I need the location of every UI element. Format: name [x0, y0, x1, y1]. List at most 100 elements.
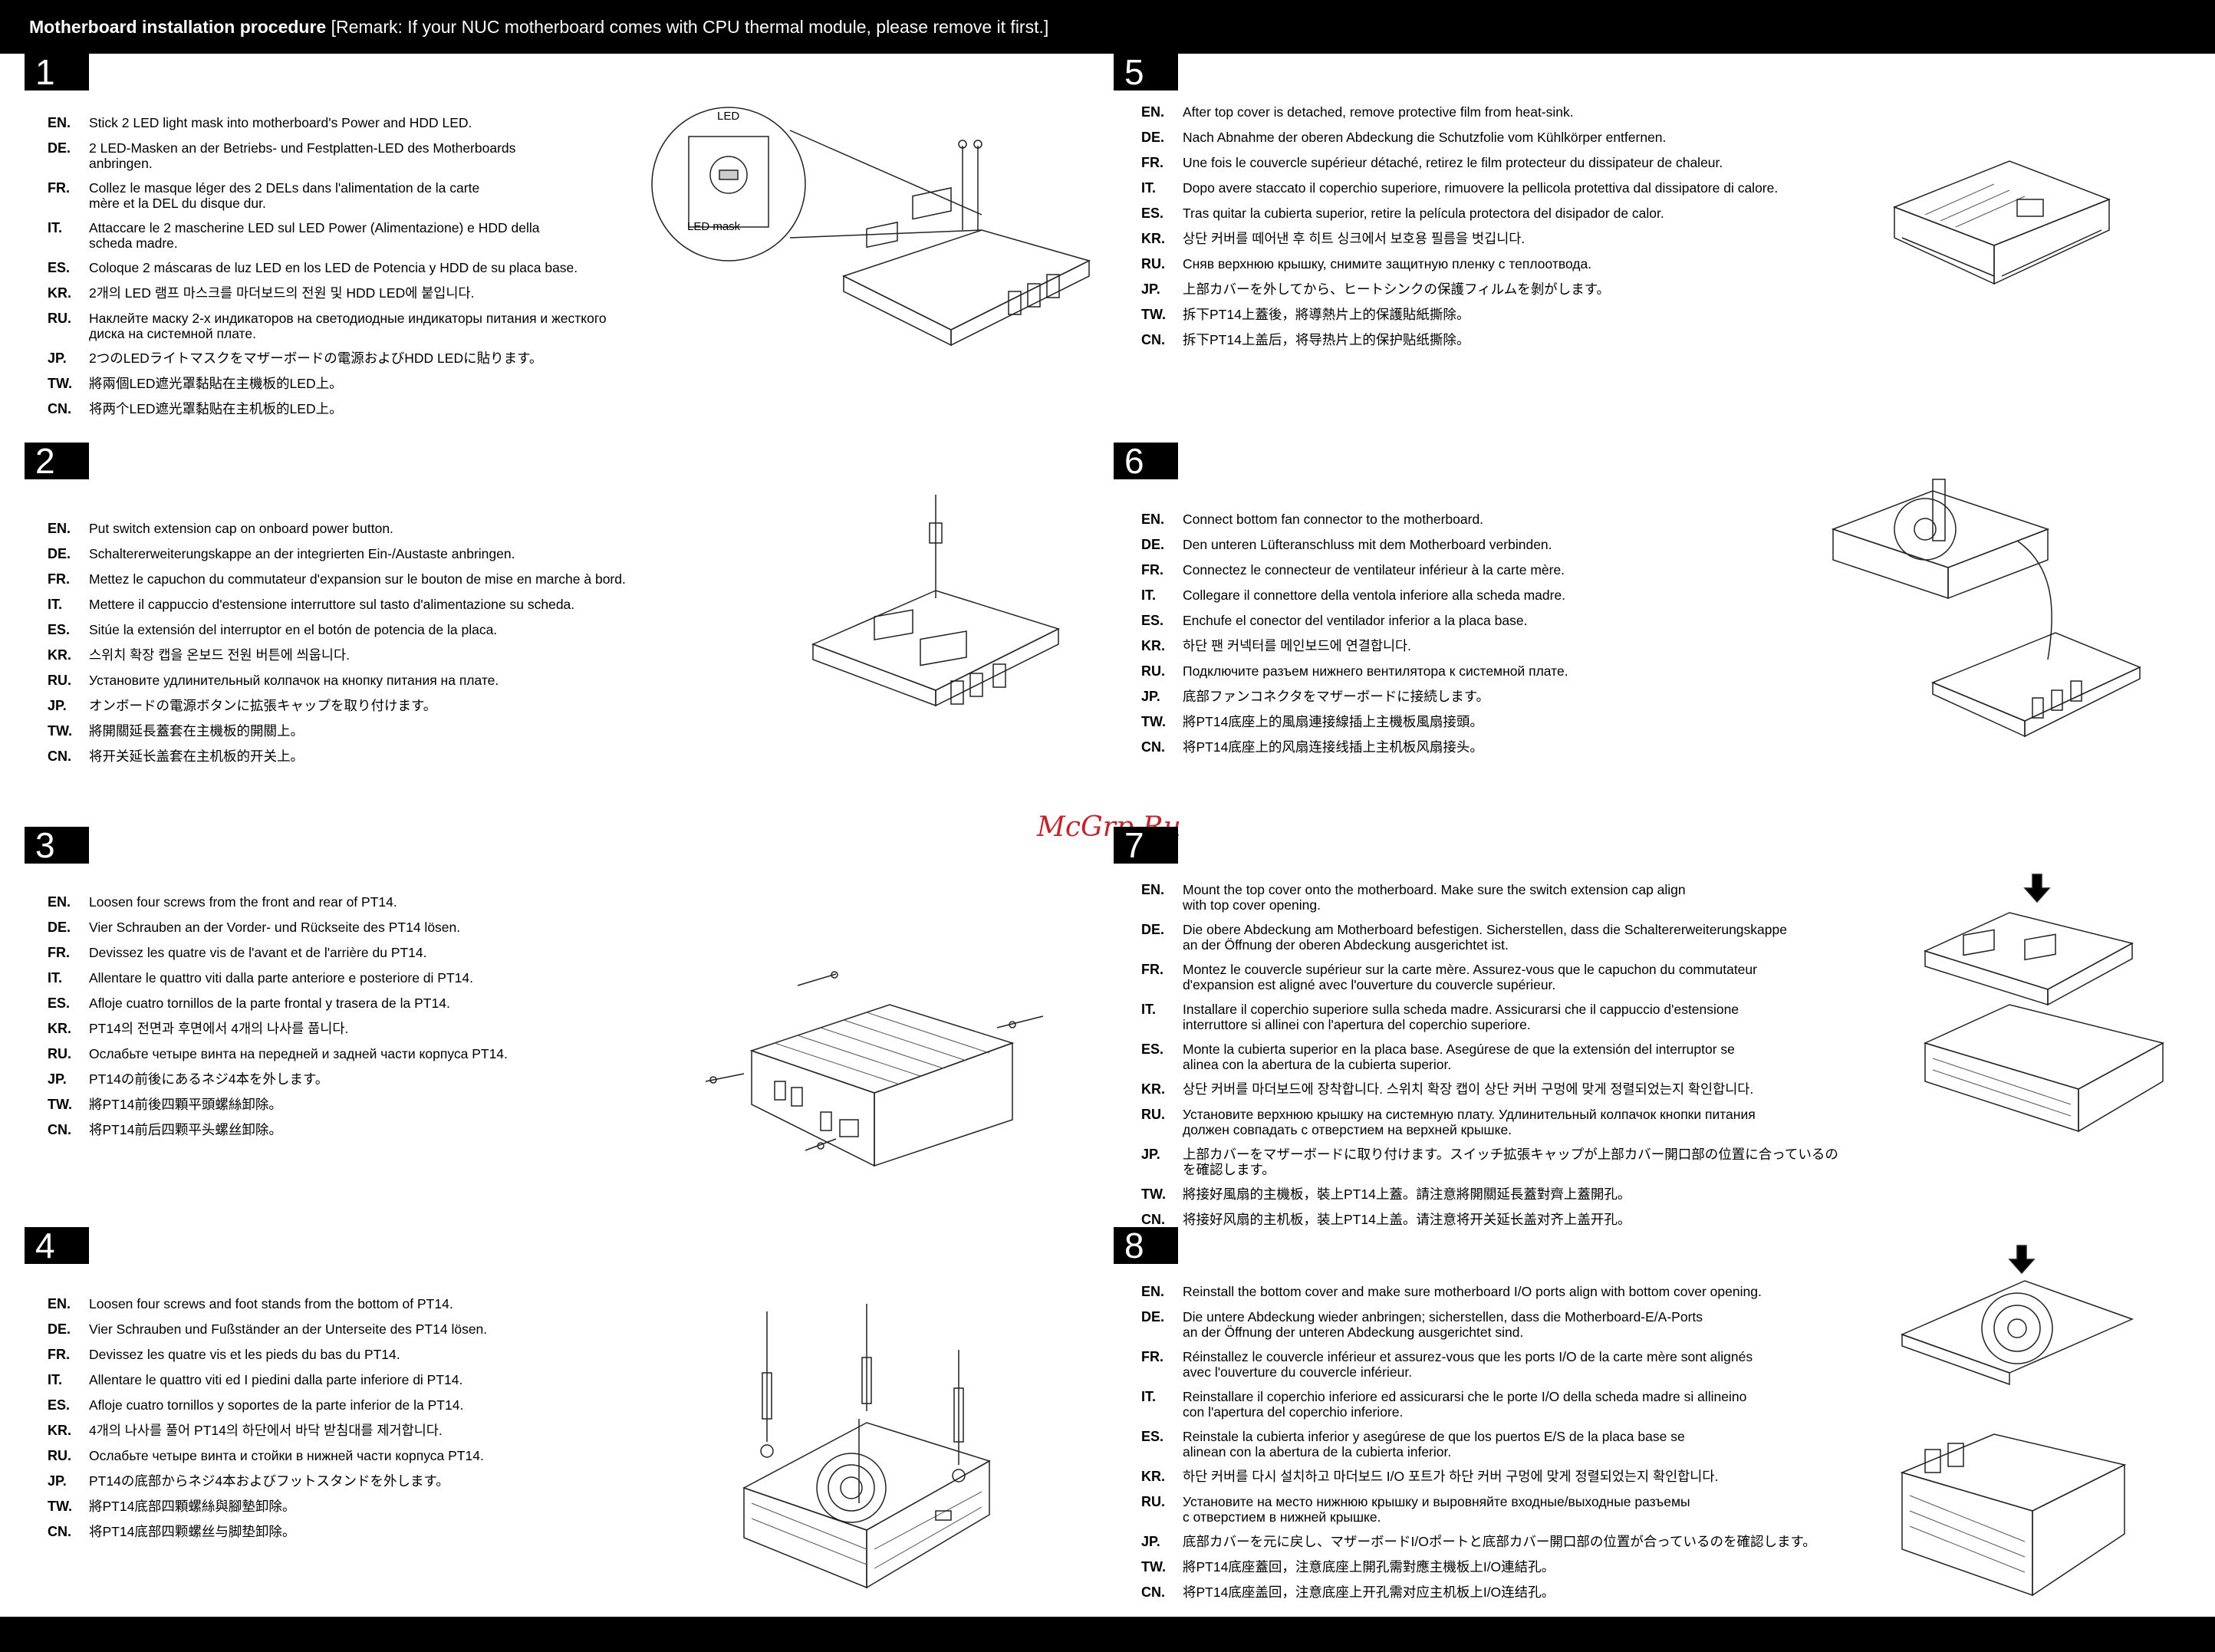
language-code: IT. [48, 220, 63, 235]
instruction-line: CN.将两个LED遮光罩黏贴在主机板的LED上。 [48, 401, 822, 426]
step7-assembly-illustration [1917, 867, 2178, 1135]
language-code: IT. [48, 970, 63, 986]
instruction-line: DE.Nach Abnahme der oberen Abdeckung die… [1141, 130, 1908, 155]
instruction-line: EN. Reinstall the bottom cover and make s… [1141, 1284, 1985, 1309]
language-code: DE. [1141, 1309, 1165, 1325]
instruction-line: RU.Установите удлинительный колпачок на … [48, 673, 822, 698]
instruction-line: KR.4개의 나사를 풀어 PT14의 하단에서 바닥 받침대를 제거합니다. [48, 1423, 822, 1448]
language-code: ES. [48, 995, 71, 1011]
language-code: EN. [48, 521, 71, 536]
language-code: KR. [1141, 231, 1165, 246]
instruction-line: FR.Une fois le couvercle supérieur détac… [1141, 155, 1908, 180]
instruction-line: FR.Mettez le capuchon du commutateur d'e… [48, 571, 822, 597]
step4-chassis-illustration [736, 1304, 1028, 1595]
instruction-line: JP.上部カバーを外してから、ヒートシンクの保護フィルムを剝がします。 [1141, 281, 1908, 307]
instruction-text: Reinstall the bottom cover and make sure… [1183, 1284, 1762, 1299]
language-code: JP. [48, 1473, 67, 1489]
instruction-text: PT14の底部からネジ4本およびフットスタンドを外します。 [89, 1473, 449, 1489]
instruction-line: TW.將PT14底座蓋回，注意底座上開孔需對應主機板上I/O連結孔。 [1141, 1559, 1985, 1585]
language-code: JP. [48, 1071, 67, 1087]
instruction-text: Sitúe la extensión del interruptor en el… [89, 622, 498, 637]
instruction-text: 상단 커버를 마더보드에 장착합니다. 스위치 확장 캡이 상단 커버 구멍에 … [1183, 1081, 1754, 1097]
language-code: RU. [1141, 1494, 1165, 1509]
language-code: FR. [1141, 562, 1163, 578]
language-code: KR. [48, 285, 71, 301]
instruction-line: IT.Installare il coperchio superiore sul… [1141, 1002, 1985, 1042]
instruction-text: 하단 커버를 다시 설치하고 마더보드 I/O 포트가 하단 커버 구멍에 맞게… [1183, 1469, 1719, 1484]
instruction-text: PT14의 전면과 후면에서 4개의 나사를 풉니다. [89, 1021, 349, 1036]
motherboard-shape [813, 591, 1058, 690]
instruction-line: CN.拆下PT14上盖后，将导热片上的保护贴纸撕除。 [1141, 332, 1908, 357]
instruction-line: KR. 상단 커버를 마더보드에 장착합니다. 스위치 확장 캡이 상단 커버 구… [1141, 1081, 1985, 1107]
instruction-text: 將兩個LED遮光罩黏貼在主機板的LED上。 [89, 376, 343, 391]
led-label: LED [717, 110, 739, 123]
instruction-text: Devissez les quatre vis de l'avant et de… [89, 945, 427, 960]
instruction-text: Die untere Abdeckung wieder anbringen; s… [1183, 1309, 1703, 1340]
instruction-text: 将PT14前后四颗平头螺丝卸除。 [89, 1122, 282, 1137]
instruction-text: 將PT14前後四顆平頭螺絲卸除。 [89, 1097, 282, 1112]
instruction-text: Réinstallez le couvercle inférieur et as… [1183, 1349, 1753, 1380]
instruction-text: Une fois le couvercle supérieur détaché,… [1183, 155, 1723, 170]
instruction-text: Installare il coperchio superiore sulla … [1183, 1002, 1739, 1032]
instruction-text: 將PT14底座上的風扇連接線插上主機板風扇接頭。 [1183, 714, 1483, 729]
instruction-line: IT. Reinstallare il coperchio inferiore e… [1141, 1389, 1985, 1429]
instruction-text: 将PT14底座盖回，注意底座上开孔需对应主机板上I/O连结孔。 [1183, 1585, 1555, 1600]
instruction-text: Loosen four screws and foot stands from … [89, 1296, 453, 1311]
instruction-line: ES.Reinstale la cubierta inferior y aseg… [1141, 1429, 1985, 1469]
language-code: IT. [48, 1372, 63, 1387]
instruction-text: Установите верхнюю крышку на системную п… [1183, 1107, 1756, 1137]
instruction-line: IT. Allentare le quattro viti dalla parte… [48, 970, 822, 995]
language-code: RU. [48, 1448, 71, 1463]
instruction-line: TW.將PT14底部四顆螺絲與腳墊卸除。 [48, 1499, 822, 1524]
instruction-text: PT14の前後にあるネジ4本を外します。 [89, 1071, 329, 1087]
instruction-text: Schaltererweiterungskappe an der integri… [89, 546, 515, 561]
instruction-line: FR.Devissez les quatre vis de l'avant et… [48, 945, 822, 970]
instruction-line: RU.Установите на место нижнюю крышку и в… [1141, 1494, 1985, 1534]
fan-grille [1982, 1293, 2052, 1364]
step-number: 2 [25, 443, 89, 479]
instruction-line: CN.将PT14前后四颗平头螺丝卸除。 [48, 1122, 822, 1147]
step-number: 6 [1114, 443, 1178, 479]
instruction-text: 將PT14底部四顆螺絲與腳墊卸除。 [89, 1499, 296, 1514]
instruction-text: 将开关延长盖套在主机板的开关上。 [89, 749, 304, 764]
instruction-line: JP.底部カバーを元に戻し、マザーボードI/Oポートと底部カバー開口部の位置が合… [1141, 1534, 1985, 1559]
instruction-text: Collegare il connettore della ventola in… [1183, 587, 1566, 603]
fan-icon [1894, 499, 1956, 560]
instruction-line: JP.底部ファンコネクタをマザーボードに接続します。 [1141, 689, 1908, 714]
led-icon [710, 156, 747, 193]
language-code: KR. [1141, 1081, 1165, 1097]
step5-heatsink-illustration [1887, 153, 2117, 307]
instruction-list: EN.Stick 2 LED light mask into motherboa… [48, 115, 822, 426]
instruction-text: Установите удлинительный колпачок на кно… [89, 673, 499, 688]
instruction-text: Enchufe el conector del ventilador infer… [1183, 613, 1528, 628]
instruction-text: Mettere il cappuccio d'estensione interr… [89, 597, 575, 612]
language-code: RU. [48, 1046, 71, 1061]
language-code: CN. [1141, 1585, 1165, 1600]
language-code: ES. [1141, 613, 1164, 628]
instruction-line: KR.상단 커버를 떼어낸 후 히트 싱크에서 보호용 필름을 벗깁니다. [1141, 231, 1908, 256]
instruction-line: RU.Наклейте маску 2-х индикаторов на све… [48, 311, 822, 350]
instruction-text: Loosen four screws from the front and re… [89, 894, 397, 910]
instruction-line: TW.將接好風扇的主機板，裝上PT14上蓋。請注意將開關延長蓋對齊上蓋開孔。 [1141, 1186, 1985, 1212]
instruction-line: FR.Réinstallez le couvercle inférieur et… [1141, 1349, 1985, 1389]
instruction-line: RU.Установите верхнюю крышку на системну… [1141, 1107, 1985, 1147]
instruction-text: Put switch extension cap on onboard powe… [89, 521, 393, 536]
instruction-line: EN.After top cover is detached, remove p… [1141, 104, 1908, 130]
language-code: FR. [48, 180, 70, 196]
language-code: ES. [1141, 1042, 1164, 1057]
instruction-line: JP. PT14の底部からネジ4本およびフットスタンドを外します。 [48, 1473, 822, 1499]
language-code: IT. [1141, 1389, 1157, 1404]
instruction-text: 將接好風扇的主機板，裝上PT14上蓋。請注意將開關延長蓋對齊上蓋開孔。 [1183, 1186, 1631, 1202]
language-code: EN. [1141, 1284, 1165, 1299]
instruction-text: Reinstallare il coperchio inferiore ed a… [1183, 1389, 1747, 1420]
language-code: DE. [1141, 130, 1165, 145]
language-code: EN. [48, 894, 71, 910]
instruction-line: EN. Put switch extension cap on onboard p… [48, 521, 822, 546]
instruction-text: Allentare le quattro viti dalla parte an… [89, 970, 473, 986]
instruction-line: TW.拆下PT14上蓋後，將導熱片上的保護貼紙撕除。 [1141, 307, 1908, 332]
instruction-list: EN.After top cover is detached, remove p… [1141, 104, 1908, 357]
language-code: ES. [48, 622, 71, 637]
instruction-line: FR.Connectez le connecteur de ventilateu… [1141, 562, 1908, 587]
instruction-line: ES. Sitúe la extensión del interruptor en… [48, 622, 822, 647]
language-code: ES. [48, 260, 71, 275]
